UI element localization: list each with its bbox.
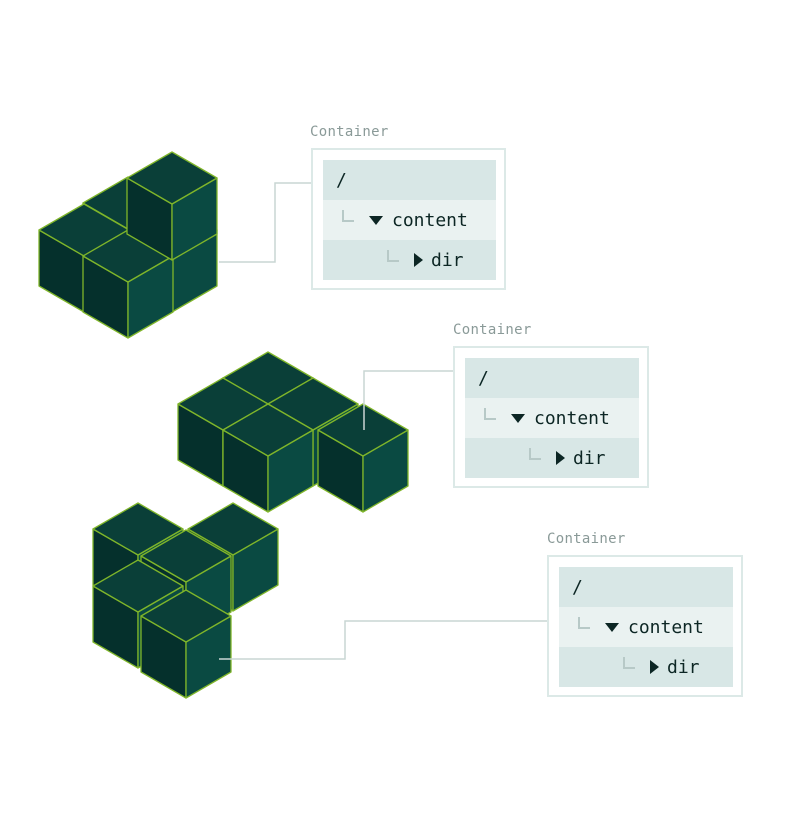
tree-row-dir[interactable]: dir bbox=[559, 647, 733, 687]
cube-top-face bbox=[140, 589, 232, 643]
tree-row-dir[interactable]: dir bbox=[323, 240, 496, 280]
connector-line-3 bbox=[219, 620, 547, 660]
tree-elbow-icon bbox=[387, 250, 399, 262]
cube-top-face bbox=[92, 559, 184, 613]
tree-elbow-icon bbox=[529, 448, 541, 460]
subfolder-name: dir bbox=[667, 656, 700, 678]
caret-right-icon bbox=[414, 253, 423, 267]
tree-row-root[interactable]: / bbox=[323, 160, 496, 200]
root-path: / bbox=[336, 169, 347, 191]
caret-down-icon bbox=[511, 414, 525, 423]
cube bbox=[140, 589, 232, 699]
cube-stack-3 bbox=[92, 502, 279, 699]
container-label-3: Container bbox=[547, 531, 626, 547]
tree-row-root[interactable]: / bbox=[465, 358, 639, 398]
cube bbox=[126, 151, 218, 261]
cube-top-face bbox=[317, 403, 409, 457]
cube-stack-1 bbox=[38, 151, 218, 339]
container-panel-2: / content dir bbox=[453, 346, 649, 488]
folder-name: content bbox=[392, 209, 468, 231]
caret-down-icon bbox=[605, 623, 619, 632]
connector-line-1 bbox=[219, 182, 311, 263]
cube-stack-2 bbox=[177, 351, 409, 513]
caret-down-icon bbox=[369, 216, 383, 225]
folder-name: content bbox=[534, 407, 610, 429]
tree-elbow-icon bbox=[342, 210, 354, 222]
tree-row-content[interactable]: content bbox=[465, 398, 639, 438]
container-panel-3: / content dir bbox=[547, 555, 743, 697]
tree-elbow-icon bbox=[484, 408, 496, 420]
cube bbox=[317, 403, 409, 513]
tree-row-content[interactable]: content bbox=[323, 200, 496, 240]
tree-row-dir[interactable]: dir bbox=[465, 438, 639, 478]
container-label-2: Container bbox=[453, 322, 532, 338]
cube bbox=[222, 403, 314, 513]
caret-right-icon bbox=[556, 451, 565, 465]
cube-top-face bbox=[126, 151, 218, 205]
cube-top-face bbox=[187, 502, 279, 556]
tree-elbow-icon bbox=[623, 657, 635, 669]
connector-lines bbox=[219, 182, 547, 660]
root-path: / bbox=[478, 367, 489, 389]
connector-line-2 bbox=[363, 370, 453, 430]
tree-elbow-icon bbox=[578, 617, 590, 629]
cube-top-face bbox=[222, 403, 314, 457]
root-path: / bbox=[572, 576, 583, 598]
cube-top-face bbox=[92, 502, 184, 556]
cube-top-face bbox=[140, 529, 232, 583]
subfolder-name: dir bbox=[573, 447, 606, 469]
subfolder-name: dir bbox=[431, 249, 464, 271]
folder-name: content bbox=[628, 616, 704, 638]
container-label-1: Container bbox=[310, 124, 389, 140]
caret-right-icon bbox=[650, 660, 659, 674]
tree-row-content[interactable]: content bbox=[559, 607, 733, 647]
tree-row-root[interactable]: / bbox=[559, 567, 733, 607]
container-panel-1: / content dir bbox=[311, 148, 506, 290]
